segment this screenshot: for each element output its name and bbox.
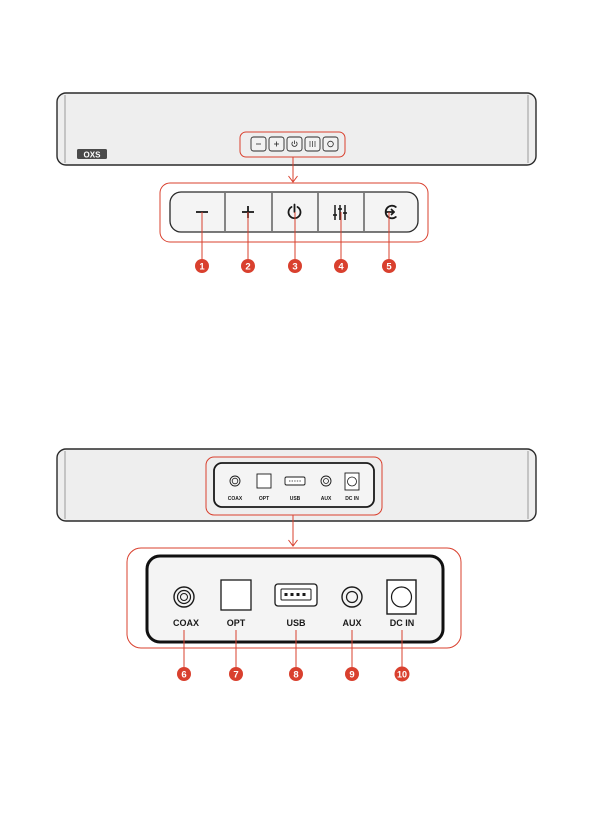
usb-port-icon	[275, 584, 317, 606]
port-label-dc-in: DC IN	[390, 618, 415, 628]
callout-number: 4	[338, 262, 344, 273]
callout-number: 8	[293, 670, 298, 681]
callout-badge-1: 1	[195, 259, 209, 273]
small-port-label: USB	[290, 496, 301, 502]
usb-port[interactable]	[275, 584, 317, 606]
brand-logo-text: OXS	[84, 151, 102, 160]
port-label-aux: AUX	[342, 618, 361, 628]
small-port-label: DC IN	[345, 496, 359, 502]
callout-badge-3: 3	[288, 259, 302, 273]
port-label-opt: OPT	[227, 618, 246, 628]
callout-number: 5	[386, 262, 392, 273]
optical-port[interactable]	[221, 580, 251, 610]
callout-number: 7	[233, 670, 238, 681]
callout-number: 9	[349, 670, 354, 681]
port-label-usb: USB	[286, 618, 306, 628]
callout-badge-2: 2	[241, 259, 255, 273]
small-port-label: COAX	[228, 496, 243, 502]
callout-badge-5: 5	[382, 259, 396, 273]
callout-number: 6	[181, 670, 186, 681]
callout-badge-8: 8	[289, 667, 303, 681]
callout-badge-6: 6	[177, 667, 191, 681]
callout-number: 10	[397, 670, 407, 680]
small-port-label: AUX	[321, 496, 332, 502]
equalizer-icon	[333, 205, 347, 220]
small-source-button	[323, 137, 338, 151]
callout-badge-10: 10	[395, 667, 410, 682]
brand-logo: OXS	[77, 149, 107, 160]
soundbar-top-view	[57, 93, 536, 165]
small-port-label: OPT	[259, 496, 269, 502]
callout-number: 2	[245, 262, 250, 273]
callout-badge-9: 9	[345, 667, 359, 681]
port-label-coax: COAX	[173, 618, 199, 628]
callout-badge-7: 7	[229, 667, 243, 681]
optical-port-icon	[221, 580, 251, 610]
dc-in-port[interactable]	[387, 580, 416, 614]
equalizer-button[interactable]	[333, 205, 347, 220]
callout-badge-4: 4	[334, 259, 348, 273]
callout-number: 3	[292, 262, 297, 273]
port-panel-small: COAX OPT USB AUX DC IN	[206, 457, 382, 515]
callout-number: 1	[199, 262, 205, 273]
